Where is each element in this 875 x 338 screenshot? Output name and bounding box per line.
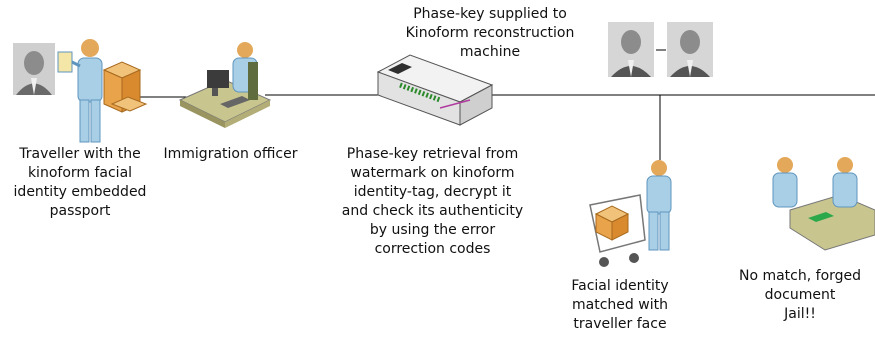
phase-key-label: Phase-key retrieval from watermark on ki…	[341, 146, 524, 257]
luggage-cart	[589, 194, 646, 267]
reconstruction-machine	[376, 54, 494, 126]
passport-photo	[13, 43, 55, 95]
traveller-label: Traveller with the kinoform facial ident…	[13, 146, 147, 219]
officer-label: Immigration officer	[163, 146, 298, 162]
interrogation-desk	[772, 157, 875, 251]
officer-figure	[232, 42, 258, 100]
traveller-figure	[57, 39, 103, 143]
officer-desk	[178, 70, 272, 128]
phase-key-supplied-label: Phase-key supplied to Kinoform reconstru…	[405, 6, 575, 60]
no-match-label: No match, forged document Jail!!	[738, 268, 862, 322]
luggage-boxes	[102, 61, 148, 113]
face-photo-right	[667, 22, 713, 77]
cart-figure	[646, 160, 672, 251]
match-label: Facial identity matched with traveller f…	[571, 278, 669, 332]
face-photo-left	[608, 22, 654, 77]
